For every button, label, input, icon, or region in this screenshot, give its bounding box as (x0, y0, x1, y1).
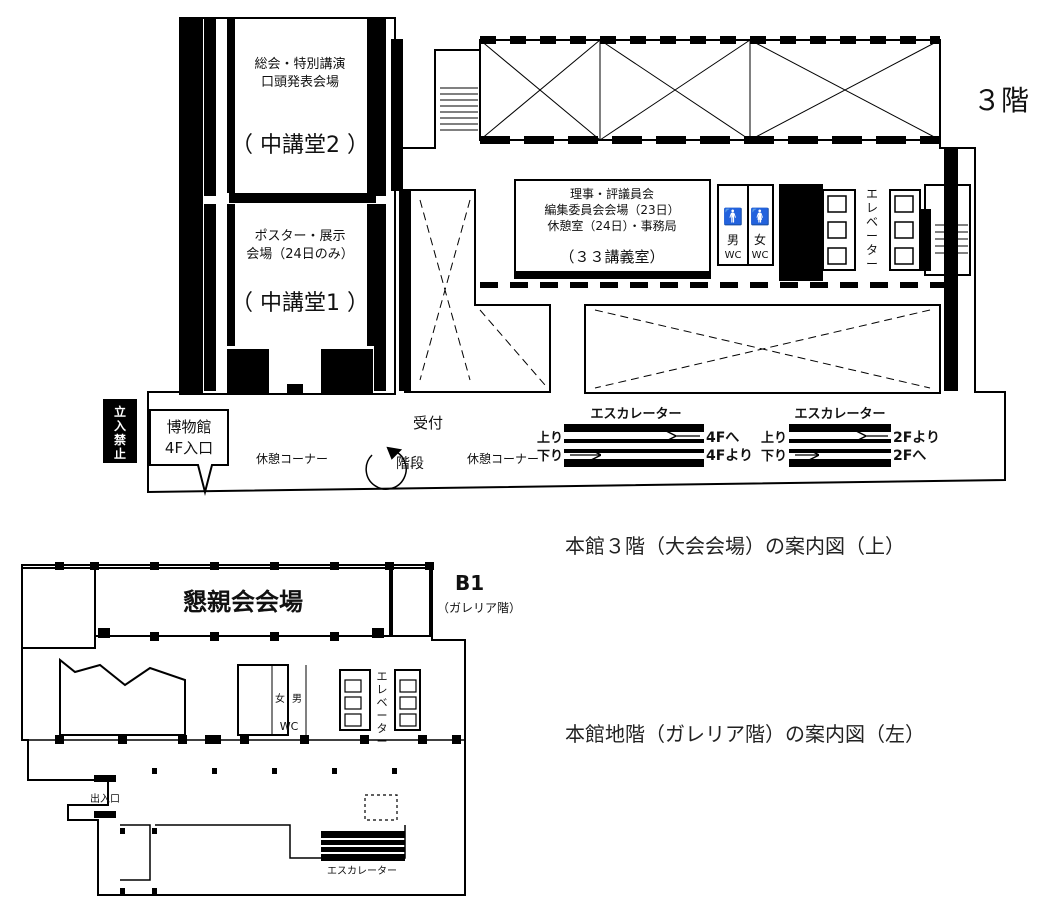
museum-line2: 4F入口 (165, 439, 213, 457)
svg-text:タ: タ (866, 243, 878, 257)
hall1-name: （ 中講堂1 ） (231, 291, 369, 316)
svg-text:タ: タ (377, 722, 388, 735)
room33-line2: 編集委員会会場（23日） (544, 202, 679, 217)
escalator-b-down: 下り (761, 449, 787, 464)
banquet-hall-label: 懇親会会場 (183, 588, 303, 616)
floorB1-label: B1 (455, 571, 484, 595)
svg-text:ー: ー (377, 709, 388, 722)
floor3-plan (103, 17, 1006, 496)
room33-line3: 休憩室（24日）・事務局 (547, 218, 676, 233)
svg-text:禁: 禁 (114, 432, 126, 447)
b1-elevator-label: エ レ ベ ー タ ー (377, 670, 388, 748)
floorB1-sublabel: （ガレリア階） (437, 600, 521, 615)
escalator-b-up-dest: 2Fより (893, 430, 940, 446)
rest-corner-right: 休憩コーナー (467, 451, 539, 466)
wc-women-icon: 🚺 (750, 207, 770, 226)
floorB1-outline (21, 564, 466, 896)
wc-women-char: 女 (754, 232, 766, 247)
escalator-b-down-dest: 2Fへ (893, 448, 926, 464)
floor3-caption: 本館３階（大会会場）の案内図（上） (565, 534, 905, 558)
svg-text:ー: ー (866, 257, 878, 271)
b1-wc-men: 男 (292, 693, 302, 705)
escalator-a-up-dest: 4Fへ (706, 430, 739, 446)
hall2-line1: 総会・特別講演 (254, 56, 345, 72)
reception-label: 受付 (413, 414, 443, 432)
escalator-a-up: 上り (537, 431, 563, 446)
hall2-line2: 口頭発表会場 (261, 75, 339, 90)
no-entry-box (103, 399, 137, 463)
floor3-labels: ３階 総会・特別講演 口頭発表会場 （ 中講堂2 ） ポスター・展示 会場（24… (114, 56, 1029, 472)
floor3-label: ３階 (973, 84, 1029, 117)
svg-text:ベ: ベ (377, 696, 388, 709)
floor3-elevator-label: エ レ ベ ー タ ー (866, 187, 878, 271)
svg-text:止: 止 (114, 446, 126, 461)
escalator-a-down-dest: 4Fより (706, 448, 753, 464)
wc-women-wc: WC (752, 250, 769, 261)
escalator-a-title: エスカレーター (590, 407, 681, 422)
wc-men-icon: 🚹 (723, 207, 743, 226)
floorB1-labels: B1 （ガレリア階） 懇親会会場 女 男 WC エ レ ベ ー タ ー 出入口 … (90, 571, 521, 877)
rest-corner-left: 休憩コーナー (256, 451, 328, 466)
b1-escalator-label: エスカレーター (327, 865, 397, 877)
svg-text:エ: エ (377, 670, 388, 683)
svg-text:ベ: ベ (866, 215, 878, 229)
svg-text:レ: レ (377, 683, 388, 696)
escalator-a-down: 下り (537, 449, 563, 464)
escalator-b-title: エスカレーター (794, 407, 885, 422)
room33-name: （３３講義室） (559, 248, 664, 266)
floorB1-caption: 本館地階（ガレリア階）の案内図（左） (565, 722, 925, 746)
b1-wc-women: 女 (275, 692, 285, 705)
svg-text:ー: ー (377, 735, 388, 748)
svg-text:レ: レ (866, 201, 878, 215)
b1-wc-label: WC (280, 720, 299, 733)
escalator-b-up: 上り (761, 431, 787, 446)
svg-text:ー: ー (866, 229, 878, 243)
svg-text:エ: エ (866, 187, 878, 201)
wc-men-char: 男 (727, 233, 739, 247)
hall1-line1: ポスター・展示 (254, 229, 345, 244)
hall1-line2: 会場（24日のみ） (246, 247, 354, 262)
hall2-name: （ 中講堂2 ） (231, 133, 369, 158)
room33-line1: 理事・評議員会 (570, 186, 654, 201)
svg-text:入: 入 (114, 419, 126, 433)
floorB1-pillars (55, 562, 461, 894)
svg-text:立: 立 (114, 404, 126, 419)
museum-line1: 博物館 (166, 418, 211, 436)
b1-entrance-label: 出入口 (90, 792, 120, 805)
no-entry-label: 立 入 禁 止 (114, 404, 126, 461)
stairs-label: 階段 (396, 456, 424, 472)
wc-men-wc: WC (725, 250, 742, 261)
floorB1-plan (21, 564, 466, 896)
